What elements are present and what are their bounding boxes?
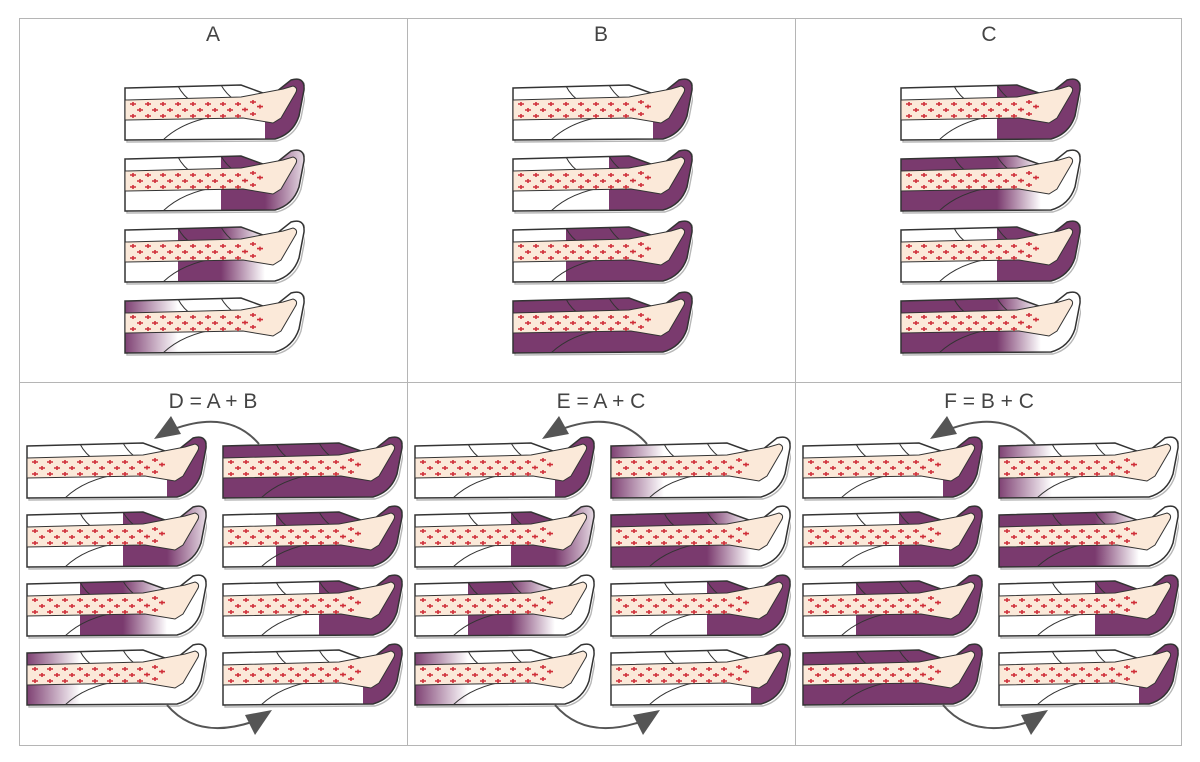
leg-illustration [802, 643, 985, 708]
leg-illustration [26, 436, 209, 501]
leg-illustration [802, 574, 985, 639]
leg-illustration [124, 220, 307, 285]
diagram-grid [19, 18, 1182, 746]
leg-illustration [26, 574, 209, 639]
leg-illustration [998, 505, 1181, 570]
leg-compression-sleeve [899, 76, 1083, 146]
leg-illustration [222, 505, 405, 570]
leg-illustration [802, 436, 985, 501]
panel-label: F = B + C [944, 390, 1034, 413]
leg-illustration [512, 78, 695, 143]
leg-compression-sleeve [123, 147, 307, 217]
panel-label: D = A + B [168, 390, 258, 413]
panel-a: A [19, 18, 407, 382]
leg-illustration [26, 505, 209, 570]
leg-illustration [610, 574, 793, 639]
leg-compression-sleeve [609, 434, 793, 504]
leg-compression-sleeve [609, 572, 793, 642]
leg-illustration [998, 574, 1181, 639]
leg-compression-sleeve [25, 641, 209, 711]
panel-label: C [981, 23, 997, 46]
panel-d: D = A + B [19, 382, 407, 746]
leg-illustration [26, 643, 209, 708]
leg-compression-sleeve [25, 503, 209, 573]
leg-illustration [512, 220, 695, 285]
leg-compression-sleeve [123, 218, 307, 288]
curved-arrow-left-icon [537, 404, 657, 454]
leg-compression-sleeve [511, 76, 695, 146]
leg-compression-sleeve [413, 641, 597, 711]
curved-arrow-left-icon [149, 404, 269, 454]
leg-illustration [222, 436, 405, 501]
leg-compression-sleeve [511, 218, 695, 288]
leg-compression-sleeve [413, 434, 597, 504]
leg-illustration [900, 291, 1083, 356]
leg-illustration [610, 436, 793, 501]
leg-compression-sleeve [511, 147, 695, 217]
panel-f: F = B + C [795, 382, 1183, 746]
leg-compression-sleeve [413, 503, 597, 573]
panel-e: E = A + C [407, 382, 795, 746]
leg-compression-sleeve [25, 434, 209, 504]
leg-compression-sleeve [413, 572, 597, 642]
leg-compression-sleeve [899, 147, 1083, 217]
leg-illustration [124, 149, 307, 214]
leg-illustration [222, 574, 405, 639]
curved-arrow-left-icon [925, 404, 1045, 454]
leg-compression-sleeve [899, 289, 1083, 359]
leg-compression-sleeve [123, 76, 307, 146]
leg-compression-sleeve [609, 641, 793, 711]
leg-compression-sleeve [221, 434, 405, 504]
leg-compression-sleeve [801, 434, 985, 504]
leg-illustration [414, 436, 597, 501]
panel-c: C [795, 18, 1183, 382]
leg-illustration [414, 643, 597, 708]
leg-illustration [512, 291, 695, 356]
leg-illustration [414, 505, 597, 570]
leg-compression-sleeve [997, 503, 1181, 573]
curved-arrow-right-icon [157, 700, 277, 750]
leg-compression-sleeve [899, 218, 1083, 288]
leg-compression-sleeve [997, 572, 1181, 642]
panel-label: B [593, 23, 608, 46]
leg-illustration [900, 220, 1083, 285]
leg-illustration [900, 149, 1083, 214]
curved-arrow-right-icon [545, 700, 665, 750]
leg-illustration [900, 78, 1083, 143]
panel-b: B [407, 18, 795, 382]
leg-compression-sleeve [221, 572, 405, 642]
leg-illustration [124, 78, 307, 143]
leg-illustration [802, 505, 985, 570]
leg-compression-sleeve [801, 641, 985, 711]
leg-illustration [998, 436, 1181, 501]
curved-arrow-right-icon [933, 700, 1053, 750]
leg-illustration [414, 574, 597, 639]
leg-compression-sleeve [801, 572, 985, 642]
leg-compression-sleeve [997, 641, 1181, 711]
leg-compression-sleeve [511, 289, 695, 359]
leg-compression-sleeve [801, 503, 985, 573]
leg-illustration [998, 643, 1181, 708]
leg-compression-sleeve [609, 503, 793, 573]
leg-compression-sleeve [25, 572, 209, 642]
leg-illustration [610, 505, 793, 570]
leg-illustration [610, 643, 793, 708]
panel-label: E = A + C [556, 390, 646, 413]
leg-compression-sleeve [123, 289, 307, 359]
leg-illustration [222, 643, 405, 708]
leg-compression-sleeve [221, 503, 405, 573]
divider [20, 382, 1181, 383]
leg-compression-sleeve [997, 434, 1181, 504]
leg-illustration [512, 149, 695, 214]
leg-illustration [124, 291, 307, 356]
panel-label: A [205, 23, 220, 46]
leg-compression-sleeve [221, 641, 405, 711]
